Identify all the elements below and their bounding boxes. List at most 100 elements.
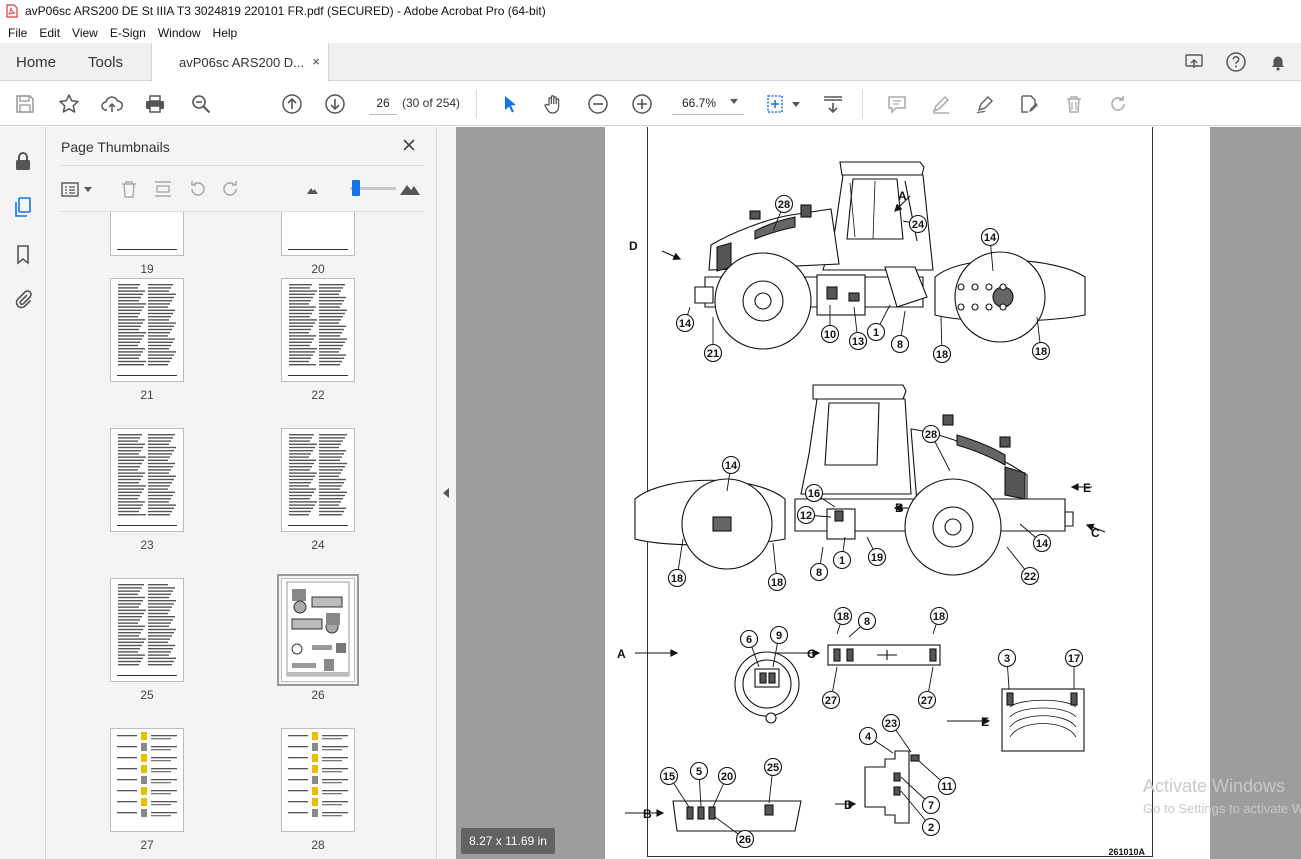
callout-22: 22: [1006, 546, 1040, 586]
menu-window[interactable]: Window: [157, 25, 201, 40]
callout-number: 14: [1036, 538, 1049, 550]
delete-page-icon[interactable]: [118, 178, 140, 200]
view-letter-label: D: [844, 798, 853, 812]
callout-number: 11: [941, 781, 953, 793]
callout-circle: [937, 776, 957, 796]
callout-number: 28: [778, 199, 790, 211]
callout-number: 18: [936, 349, 948, 361]
bookmarks-icon[interactable]: [10, 241, 36, 267]
rotate-right-icon[interactable]: [220, 178, 242, 200]
redo-icon[interactable]: [1106, 92, 1130, 116]
page-thumbnail[interactable]: [281, 428, 355, 532]
delete-trash-icon[interactable]: [1062, 92, 1086, 116]
page-thumbnail[interactable]: [277, 574, 359, 686]
highlight-pen-icon[interactable]: [929, 92, 953, 116]
rotate-left-icon[interactable]: [186, 178, 208, 200]
callout-8: 8: [809, 546, 829, 582]
page-thumbnails-icon[interactable]: [10, 194, 36, 220]
thumbnail-size-slider-track[interactable]: [350, 187, 396, 190]
panel-divider: [58, 165, 424, 166]
save-icon[interactable]: [13, 92, 37, 116]
page-thumbnail[interactable]: [281, 278, 355, 382]
decal-9: [768, 672, 776, 684]
menu-file[interactable]: File: [8, 25, 28, 40]
zoom-out-icon[interactable]: [586, 92, 610, 116]
print-icon[interactable]: [143, 92, 167, 116]
upload-cloud-icon[interactable]: [100, 92, 124, 116]
page-size-indicator: 8.27 x 11.69 in: [461, 828, 555, 854]
scroll-mode-icon[interactable]: [821, 92, 845, 116]
options-dropdown-icon[interactable]: [84, 187, 92, 192]
zoom-in-icon[interactable]: [630, 92, 654, 116]
decal-17: [1070, 692, 1078, 706]
page-thumbnail[interactable]: [110, 212, 184, 256]
options-menu-icon[interactable]: [60, 178, 82, 200]
panel-collapse-handle[interactable]: [438, 127, 456, 859]
lock-icon[interactable]: [10, 148, 36, 174]
view-arrow-head: [893, 504, 902, 512]
thumbnail-preview: [117, 249, 177, 250]
thumbnail-preview: [288, 732, 348, 817]
frame-bolt: [999, 283, 1007, 291]
title-bar: avP06sc ARS200 DE St IIIA T3 3024819 220…: [0, 0, 1301, 22]
panel-toolbar: [58, 174, 424, 204]
thumbnail-size-slider-thumb[interactable]: [352, 180, 360, 196]
fit-page-dropdown-icon[interactable]: [792, 102, 800, 107]
page-number-input[interactable]: [369, 91, 397, 115]
page-thumbnail[interactable]: [110, 428, 184, 532]
decal-20: [708, 806, 716, 820]
thumbnail-page-label: 25: [140, 688, 154, 702]
tab-document[interactable]: avP06sc ARS200 D... ×: [151, 43, 329, 82]
air-intake: [999, 436, 1011, 448]
previous-page-icon[interactable]: [280, 92, 304, 116]
menu-edit[interactable]: Edit: [39, 25, 61, 40]
page-thumbnail[interactable]: [281, 212, 355, 256]
edit-pdf-icon[interactable]: [1017, 92, 1041, 116]
menu-e-sign[interactable]: E-Sign: [109, 25, 146, 40]
page-thumbnail[interactable]: [110, 578, 184, 682]
zoom-level-select[interactable]: 66.7%: [672, 91, 744, 115]
hood-vent: [956, 434, 1006, 466]
air-intake: [800, 204, 812, 218]
tab-tools[interactable]: Tools: [88, 53, 124, 71]
callout-circle: [917, 690, 937, 710]
draw-pen-icon[interactable]: [973, 92, 997, 116]
help-icon[interactable]: [1225, 51, 1247, 73]
callout-number: 24: [912, 219, 925, 231]
detail-e-grille: [1001, 688, 1085, 752]
notifications-bell-icon[interactable]: [1267, 51, 1289, 73]
close-icon[interactable]: [401, 137, 417, 153]
select-cursor-icon[interactable]: [498, 92, 522, 116]
page-thumbnail[interactable]: [281, 728, 355, 832]
menu-view[interactable]: View: [72, 25, 98, 40]
hood-vent: [754, 216, 796, 240]
decal-8: [846, 648, 854, 662]
zoom-search-icon[interactable]: [189, 92, 213, 116]
thumbnail-preview: [117, 584, 177, 676]
comment-icon[interactable]: [885, 92, 909, 116]
rear-rim: [742, 280, 784, 322]
page-thumbnail[interactable]: [110, 278, 184, 382]
callout-circle: [659, 766, 679, 786]
fit-page-icon[interactable]: [764, 92, 788, 116]
callout-14: 14: [980, 227, 1000, 272]
page-thumbnail[interactable]: [110, 728, 184, 832]
share-screen-icon[interactable]: [1183, 51, 1205, 73]
bookmark-star-icon[interactable]: [57, 92, 81, 116]
small-mountain-icon[interactable]: [302, 178, 324, 200]
exhaust-cap: [749, 210, 761, 220]
tab-home[interactable]: Home: [16, 53, 57, 71]
hand-tool-icon[interactable]: [542, 92, 566, 116]
view-letter-label: E: [1083, 481, 1091, 495]
callout-circle: [929, 606, 949, 626]
menu-help[interactable]: Help: [212, 25, 238, 40]
tab-close-icon[interactable]: ×: [312, 54, 320, 69]
frame-bolt: [971, 303, 979, 311]
attachments-paperclip-icon[interactable]: [10, 286, 36, 312]
next-page-icon[interactable]: [323, 92, 347, 116]
large-mountain-icon[interactable]: [398, 176, 422, 200]
extract-pages-icon[interactable]: [152, 178, 174, 200]
callout-number: 25: [767, 762, 779, 774]
